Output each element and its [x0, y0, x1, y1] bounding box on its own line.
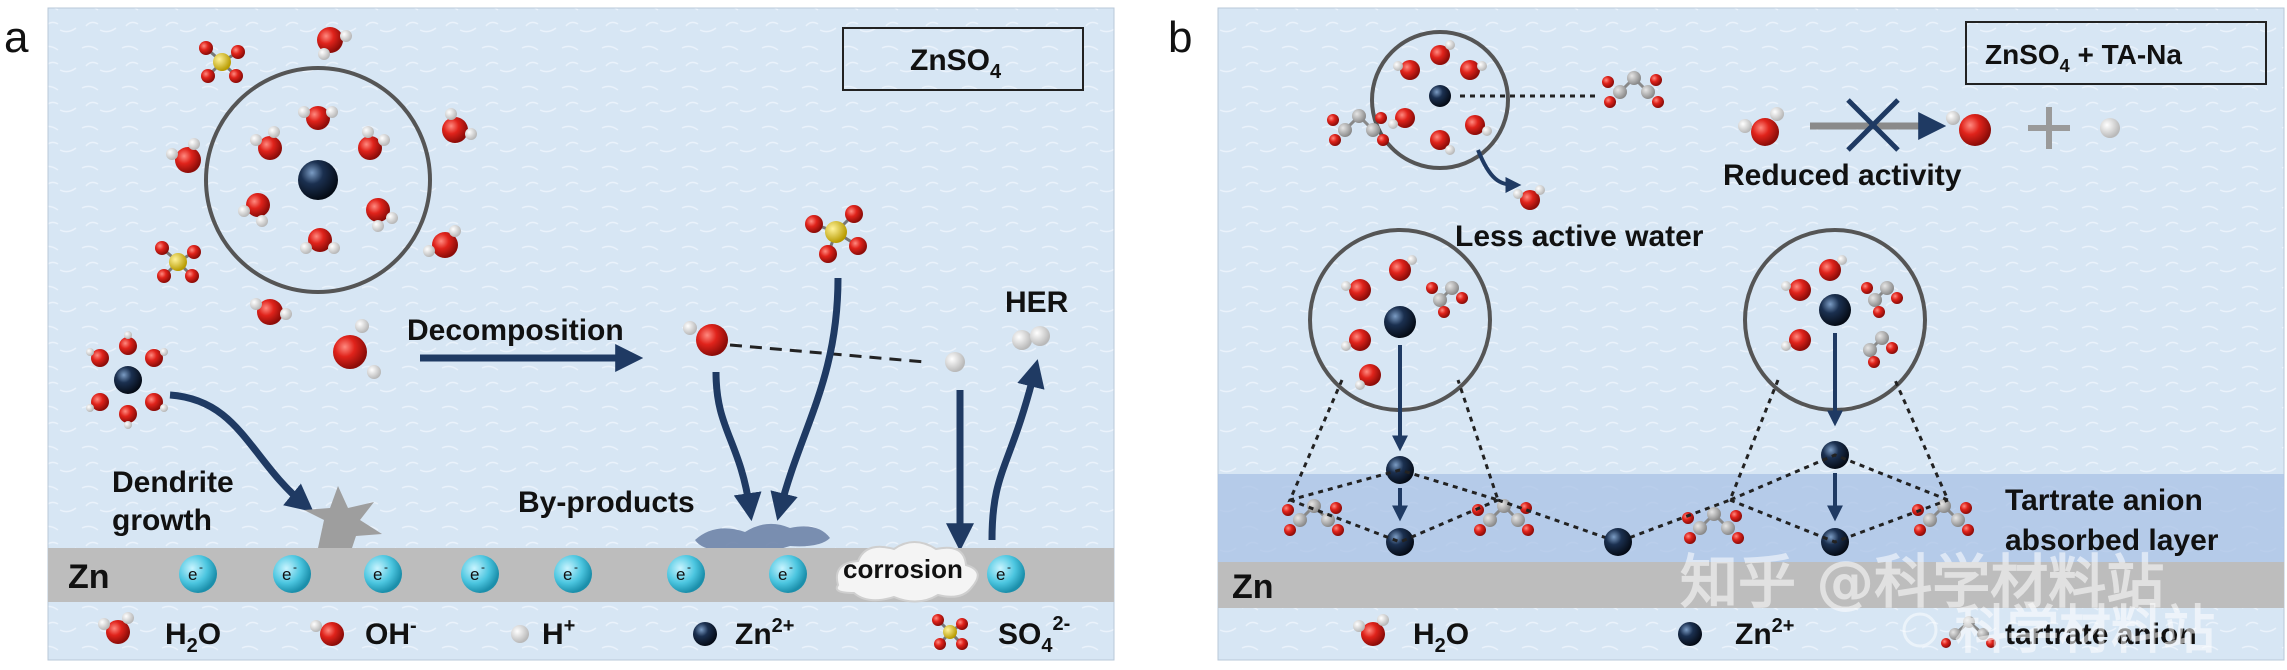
reduced-activity-group: Reduced activity	[1723, 98, 2120, 192]
svg-text:ZnSO4: ZnSO4	[910, 44, 1002, 83]
panel-a-condition-box: ZnSO4	[842, 27, 1084, 91]
zn-solvation-sheath	[204, 66, 432, 294]
svg-text:e: e	[996, 565, 1005, 584]
zinc-ion-icon	[298, 160, 338, 200]
svg-text:-: -	[481, 560, 485, 574]
svg-text:e: e	[282, 565, 291, 584]
decomposition-step: Decomposition	[333, 314, 965, 379]
dendrite-step: Dendrite growth	[86, 331, 382, 548]
panel-a-condition-sub: 4	[990, 61, 1002, 83]
legend-item-sulfate: SO42-	[932, 613, 1070, 657]
svg-text:OH-: OH-	[365, 615, 417, 651]
panel-b-letter: b	[1168, 13, 1192, 62]
electrons: e- e- e- e- e- e- e- e-	[179, 555, 1025, 593]
svg-text:e: e	[188, 565, 197, 584]
svg-text:e: e	[373, 565, 382, 584]
svg-text:-: -	[574, 560, 578, 574]
her-label: HER	[1005, 286, 1069, 319]
less-active-water-label: Less active water	[1455, 220, 1704, 253]
small-solvation-cluster	[86, 331, 168, 429]
dendrite-label-line1: Dendrite	[112, 466, 234, 499]
her-arrow	[988, 359, 1045, 541]
svg-text:-: -	[789, 560, 793, 574]
legend-b-item-zn-ion: Zn2+	[1678, 615, 1794, 651]
by-products-step: By-products	[518, 277, 842, 552]
panel-a-zn-label: Zn	[68, 558, 110, 596]
panel-b: b ZnSO4 + TA-Na Less active water	[1168, 7, 2285, 661]
legend-item-zn-ion: Zn2+	[693, 615, 794, 651]
svg-text:-: -	[384, 560, 388, 574]
svg-text:H+: H+	[542, 615, 575, 651]
by-products-label: By-products	[518, 486, 695, 519]
right-tartrate-sheath	[1727, 228, 1951, 556]
svg-text:-: -	[1007, 560, 1011, 574]
panel-a: a ZnSO4	[4, 7, 1115, 661]
svg-text:e: e	[563, 565, 572, 584]
svg-text:Zn2+: Zn2+	[1735, 615, 1794, 651]
svg-text:tartrate anion: tartrate anion	[2005, 618, 2197, 651]
legend-item-proton: H+	[511, 615, 575, 651]
svg-text:e: e	[470, 565, 479, 584]
svg-text:e: e	[778, 565, 787, 584]
legend-item-oh: OH-	[310, 615, 417, 651]
legend-b-item-h2o: H2O	[1353, 614, 1469, 657]
panel-b-zn-electrode: Zn	[1218, 562, 2284, 608]
sulfate-ions	[155, 41, 867, 283]
watermark: 知乎 @科学材料站 科学材料站	[1680, 548, 2215, 661]
panel-b-condition-box: ZnSO4 + TA-Na	[1965, 21, 2267, 85]
by-products-deposit	[695, 523, 830, 552]
proton-icon	[945, 352, 965, 372]
panel-a-zn-electrode: Zn e- e- e- e- e- e- e- e- corrosion	[48, 541, 1114, 603]
tartrate-molecules	[1282, 71, 1974, 544]
panel-b-legend: H2O Zn2+ tartrate anion	[1353, 614, 2197, 657]
svg-text:Zn2+: Zn2+	[735, 615, 794, 651]
svg-text:H2O: H2O	[1413, 618, 1469, 657]
surface-zn-ion	[1497, 498, 1731, 556]
dendrite-shape	[304, 486, 382, 548]
legend-item-h2o: H2O	[98, 612, 221, 657]
svg-text:e: e	[676, 565, 685, 584]
panel-a-letter: a	[4, 13, 29, 62]
decomposition-label: Decomposition	[407, 314, 624, 347]
legend-b-item-tartrate: tartrate anion	[1941, 616, 2197, 651]
watermark-line1: 知乎 @科学材料站	[1680, 548, 2164, 616]
layer-label-line2: absorbed layer	[2005, 524, 2219, 557]
svg-text:-: -	[199, 560, 203, 574]
sheath-water-molecules	[238, 106, 398, 254]
layer-label-line1: Tartrate anion	[2005, 484, 2203, 517]
corrosion-label: corrosion	[843, 554, 963, 584]
left-tartrate-sheath	[1287, 228, 1501, 556]
dendrite-label-line2: growth	[112, 504, 212, 537]
corrosion-cloud: corrosion	[835, 541, 979, 603]
bulk-water-molecules	[166, 27, 477, 325]
svg-text:-: -	[293, 560, 297, 574]
panel-b-zn-label: Zn	[1232, 568, 1274, 606]
svg-text:ZnSO4 + TA-Na: ZnSO4 + TA-Na	[1985, 39, 2182, 76]
top-solvation-sheath: Less active water	[1370, 30, 1704, 253]
svg-text:-: -	[687, 560, 691, 574]
bond-break-dashed-line	[729, 343, 926, 364]
panel-a-condition: ZnSO	[910, 44, 990, 77]
panel-a-legend: H2O OH- H+ Zn2+ SO42-	[98, 612, 1070, 657]
reduced-activity-label: Reduced activity	[1723, 159, 1962, 192]
svg-text:SO42-: SO42-	[998, 613, 1070, 657]
her-step: HER	[946, 286, 1069, 552]
svg-text:H2O: H2O	[165, 618, 221, 657]
watermark-line2: 科学材料站	[1955, 601, 2215, 661]
dendrite-arrow	[169, 391, 314, 513]
